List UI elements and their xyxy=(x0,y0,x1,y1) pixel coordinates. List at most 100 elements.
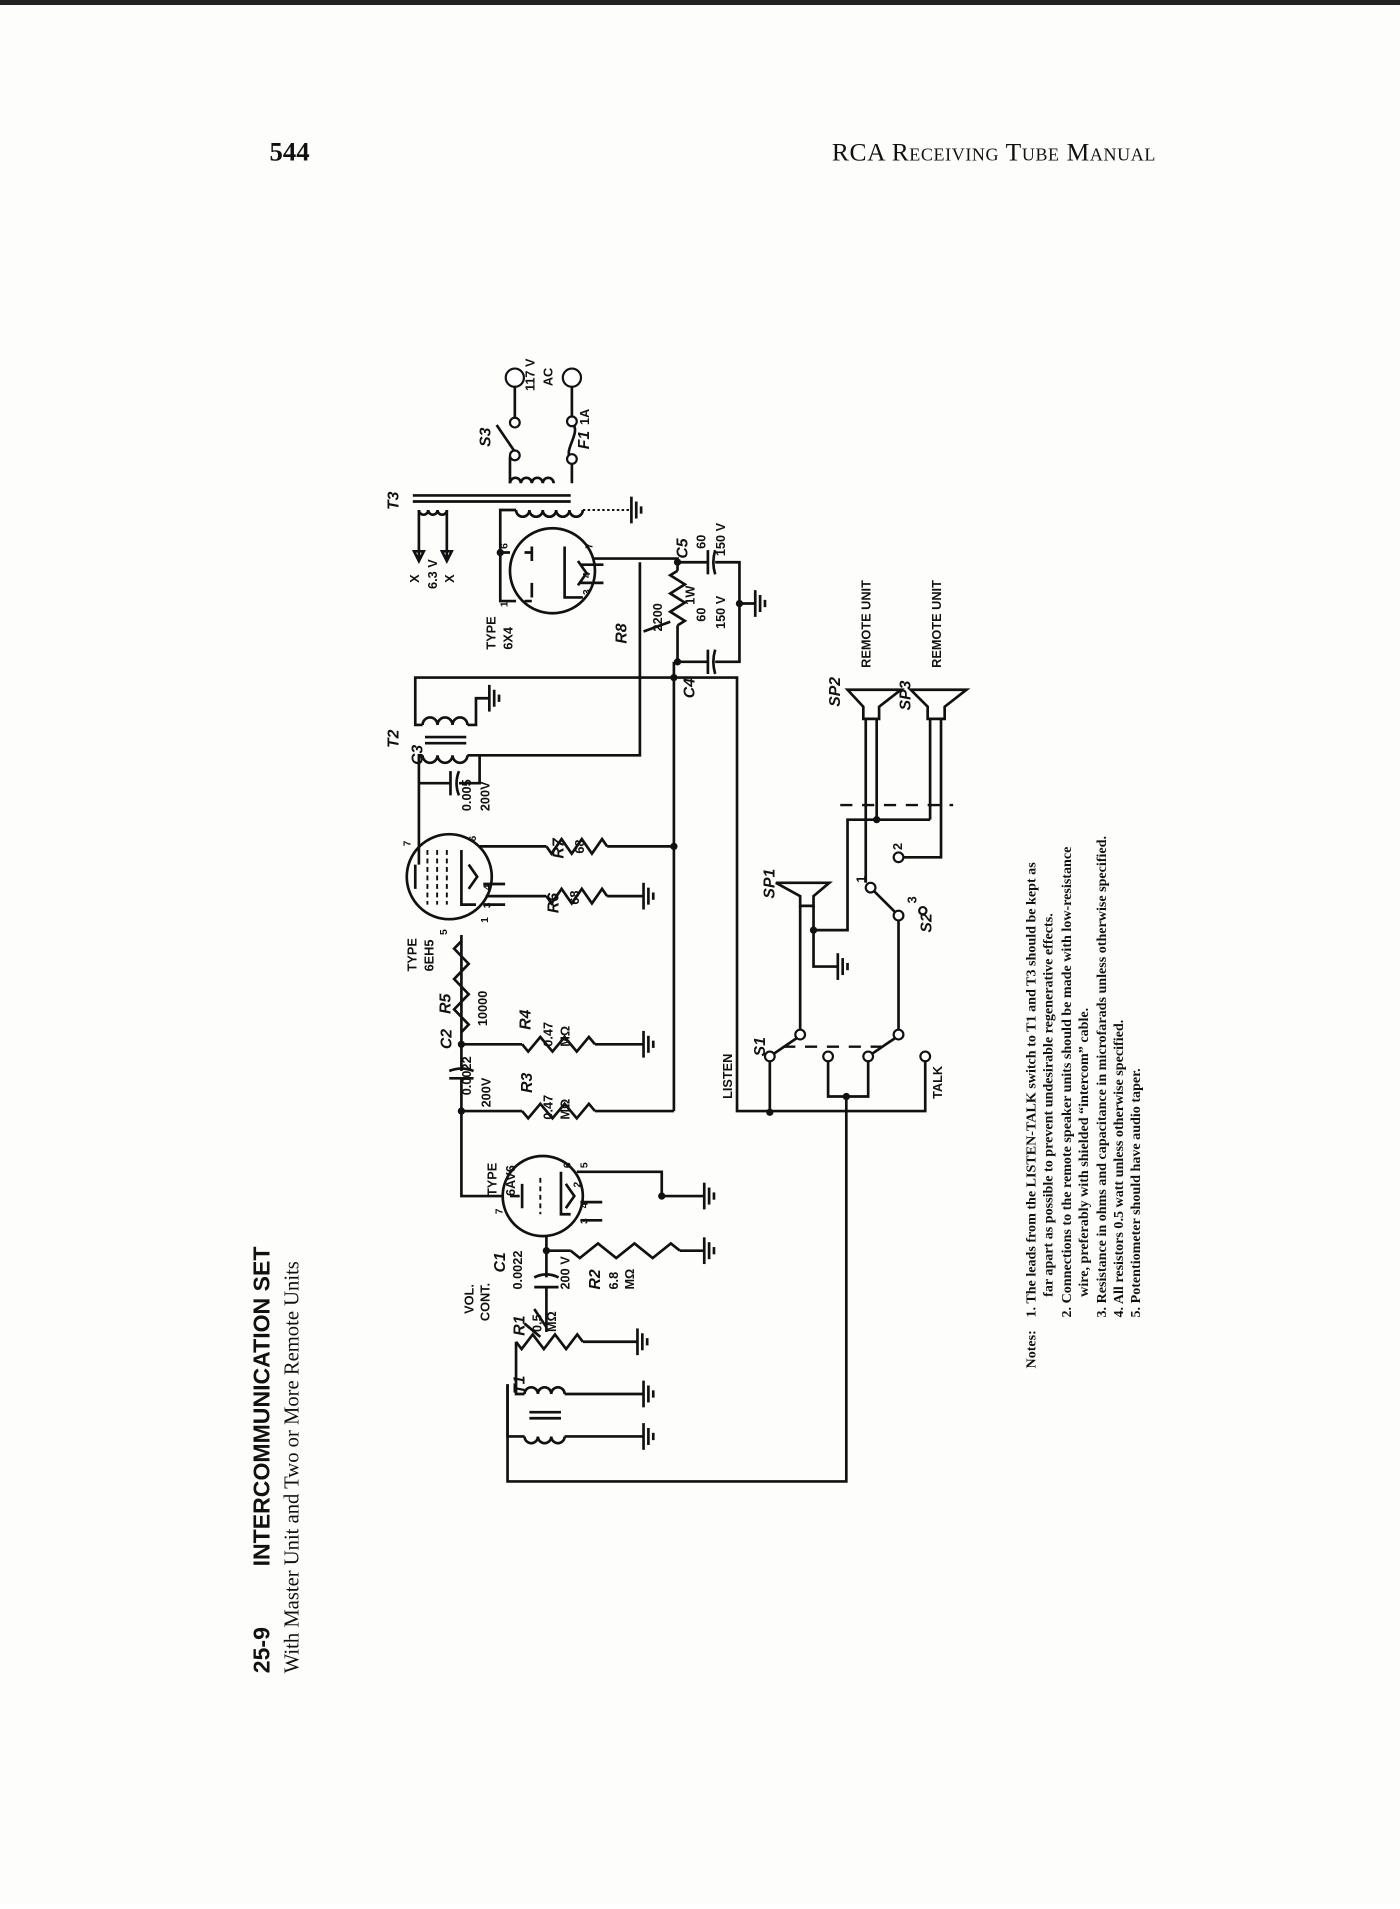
pin-number: 4 xyxy=(483,884,494,890)
resistor-r7 xyxy=(545,836,609,856)
t2-label: T2 xyxy=(385,729,402,748)
v2-type: TYPE xyxy=(404,938,419,971)
ac-terminal-1[interactable] xyxy=(504,367,526,388)
ground-icon xyxy=(636,1328,649,1356)
sp2-remote-label: REMOTE UNIT xyxy=(859,580,874,668)
s2-label: S2 xyxy=(918,913,935,933)
note-line: 2. Connections to the remote speaker uni… xyxy=(1059,847,1075,1318)
r4-label: R4 xyxy=(518,1009,535,1029)
wire-filter xyxy=(677,560,741,664)
c3-value: 0.005 xyxy=(459,779,474,811)
r2-label: R2 xyxy=(587,1269,604,1289)
heater-voltage: 6.3 V xyxy=(425,559,440,589)
r5-value: 10000 xyxy=(475,991,490,1026)
c3-label: C3 xyxy=(410,745,427,765)
c2-value: 0.0022 xyxy=(459,1056,474,1095)
wire-t1-to-r1 xyxy=(514,1341,525,1396)
coil-t3-hv xyxy=(514,509,585,519)
v3-type: TYPE xyxy=(483,616,498,649)
r7-label: R7 xyxy=(550,837,567,858)
speaker-sp1 xyxy=(775,881,833,908)
pin-number: 3 xyxy=(483,902,494,908)
pin-number: 1 xyxy=(500,601,511,607)
f1-label: F1 xyxy=(576,431,593,449)
coil-t3-heater xyxy=(417,509,449,516)
c1-label: C1 xyxy=(492,1252,509,1272)
figure-title: INTERCOMMUNICATION SET xyxy=(249,1247,275,1567)
talk-label: TALK xyxy=(930,1065,945,1099)
c1-value: 0.0022 xyxy=(510,1251,525,1290)
note-line: 1. The leads from the LISTEN-TALK switch… xyxy=(1024,862,1040,1318)
v1-type: TYPE xyxy=(485,1163,500,1196)
c1-voltage: 200 V xyxy=(557,1256,572,1290)
r6-label: R6 xyxy=(546,893,563,913)
speaker-sp2 xyxy=(844,688,905,721)
coil-t3-primary xyxy=(508,476,556,484)
wire-v3-plates xyxy=(498,551,517,603)
listen-label: LISTEN xyxy=(720,1054,735,1099)
pin-number: 3 xyxy=(582,589,593,595)
tube-6eh5 xyxy=(405,832,494,921)
resistor-r5 xyxy=(452,940,471,1034)
r3-value: 0.47 xyxy=(540,1095,555,1120)
ground-icon xyxy=(642,882,655,910)
pin-number: 3 xyxy=(580,1218,591,1224)
pin-number: 7 xyxy=(495,1208,506,1214)
wire-v2-plate xyxy=(417,753,423,847)
resistor-r6 xyxy=(545,886,609,906)
resistor-r8 xyxy=(667,569,688,627)
figure-title-block: 25-9 INTERCOMMUNICATION SET With Master … xyxy=(249,1247,304,1674)
sp3-label: SP3 xyxy=(898,680,915,710)
page-top-edge xyxy=(0,0,1400,5)
junction-dots xyxy=(457,548,881,1255)
ac-terminal-2[interactable] xyxy=(561,367,583,388)
r4-unit: MΩ xyxy=(557,1026,572,1047)
switch-contacts[interactable] xyxy=(508,415,932,1063)
wire-c3 xyxy=(418,753,481,785)
coil-t2-a xyxy=(421,716,469,726)
s3-label: S3 xyxy=(478,427,495,447)
coil-t1-secondary xyxy=(523,1436,566,1445)
c2-voltage: 200V xyxy=(479,1077,494,1107)
r1-note-line2: CONT. xyxy=(477,1283,492,1321)
r2-value: 6.8 xyxy=(606,1272,621,1290)
r1-note-line1: VOL. xyxy=(462,1284,477,1314)
pin-number: 6 xyxy=(468,836,479,842)
capacitor-plates xyxy=(448,549,717,1289)
note-line: 5. Potentiometer should have audio taper… xyxy=(1128,1068,1144,1317)
pin-number: 4 xyxy=(582,572,593,578)
wire-v1-cathode xyxy=(576,1170,705,1198)
t3-label: T3 xyxy=(385,491,402,510)
t2-core xyxy=(424,735,467,745)
tube-6x4 xyxy=(508,526,597,615)
heater-arrow-icons xyxy=(411,549,454,565)
s2-pos3: 3 xyxy=(905,896,920,903)
wire-sp-common xyxy=(812,718,931,968)
ground-icon xyxy=(630,496,643,524)
ground-icon xyxy=(642,1380,655,1408)
sp2-label: SP2 xyxy=(827,677,844,707)
power-voltage: 117 V xyxy=(522,358,537,391)
r3-unit: MΩ xyxy=(557,1099,572,1120)
running-title: RCA Receiving Tube Manual xyxy=(832,137,1156,166)
heater-leads xyxy=(483,563,604,1222)
r1-value: 0.5 xyxy=(530,1314,545,1332)
resistor-r4 xyxy=(521,1034,596,1054)
s3-blade xyxy=(495,424,516,453)
tube-pin-numbers: 7 6 5 2 3 4 7 6 5 1 3 4 6 1 7 3 4 xyxy=(402,543,595,1224)
r7-value: 68 xyxy=(572,839,587,853)
wire-mains xyxy=(508,386,574,484)
f1-value: 1A xyxy=(577,409,592,425)
r8-rating: 1W xyxy=(683,586,698,605)
c5-voltage: 150 V xyxy=(713,522,728,556)
pin-number: 7 xyxy=(585,543,596,549)
wire-t3-hv xyxy=(498,508,517,553)
notes-block: Notes: 1. The leads from the LISTEN-TALK… xyxy=(1024,836,1144,1369)
v1-name: 6AV6 xyxy=(503,1165,518,1196)
resistor-r2 xyxy=(569,1241,681,1260)
c5-label: C5 xyxy=(674,538,691,558)
resistor-r1 xyxy=(514,1332,584,1352)
ground-icon xyxy=(642,1423,655,1450)
note-line: wire, preferably with shielded “intercom… xyxy=(1076,1008,1092,1297)
